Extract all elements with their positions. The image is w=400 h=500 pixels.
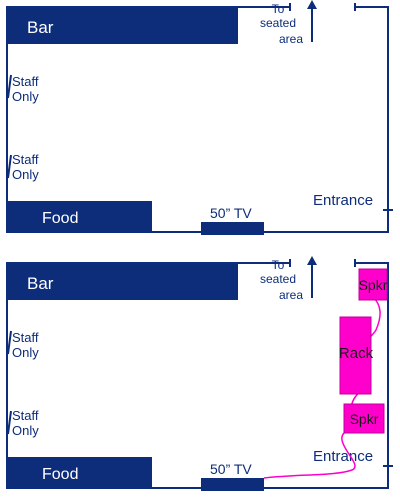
bottom-seated-arrow-icon bbox=[307, 256, 317, 265]
top-bar-label: Bar bbox=[27, 18, 54, 37]
bottom-floor-plan: Bar Food 50” TV Staff Only Staff Only To… bbox=[6, 256, 393, 491]
top-staff-upper-line1: Staff bbox=[12, 74, 39, 89]
top-staff-door-upper-icon bbox=[7, 74, 12, 99]
top-tv-label: 50” TV bbox=[210, 205, 252, 221]
speaker-bottom-label: Spkr bbox=[350, 411, 379, 427]
top-staff-upper-line2: Only bbox=[12, 89, 39, 104]
top-seated-line3: area bbox=[279, 32, 303, 46]
top-seated-line2: seated bbox=[260, 16, 296, 30]
bottom-staff-door-upper-icon bbox=[7, 330, 12, 355]
bottom-food-label: Food bbox=[42, 466, 78, 483]
top-seated-arrow-icon bbox=[307, 0, 317, 9]
bottom-staff-door-lower-icon bbox=[7, 410, 12, 435]
equipment-rack bbox=[339, 316, 372, 395]
bottom-bar-counter bbox=[7, 263, 238, 300]
bottom-tv bbox=[201, 478, 264, 491]
top-food-label: Food bbox=[42, 210, 78, 227]
bottom-entrance-label: Entrance bbox=[313, 448, 373, 465]
bottom-seated-line3: area bbox=[279, 288, 303, 302]
bottom-bar-label: Bar bbox=[27, 274, 54, 293]
equipment-rack-label: Rack bbox=[339, 345, 374, 362]
bottom-staff-lower-line2: Only bbox=[12, 423, 39, 438]
top-staff-lower-line2: Only bbox=[12, 167, 39, 182]
top-bar-counter bbox=[7, 7, 238, 44]
bottom-food-counter bbox=[7, 457, 152, 488]
top-floor-plan: Bar Food 50” TV Staff Only Staff Only To… bbox=[6, 0, 393, 235]
top-food-counter bbox=[7, 201, 152, 232]
bottom-staff-upper-line1: Staff bbox=[12, 330, 39, 345]
top-staff-door-lower-icon bbox=[7, 154, 12, 179]
speaker-top-label: Spkr bbox=[359, 277, 388, 293]
bottom-staff-lower-line1: Staff bbox=[12, 408, 39, 423]
speaker-top bbox=[358, 268, 388, 301]
top-staff-lower-line1: Staff bbox=[12, 152, 39, 167]
bottom-staff-upper-line2: Only bbox=[12, 345, 39, 360]
top-tv bbox=[201, 222, 264, 235]
speaker-bottom bbox=[343, 403, 385, 434]
bottom-tv-label: 50” TV bbox=[210, 461, 252, 477]
top-seated-line1: To bbox=[272, 2, 285, 16]
bottom-seated-line1: To bbox=[272, 258, 285, 272]
top-entrance-label: Entrance bbox=[313, 192, 373, 209]
bottom-seated-line2: seated bbox=[260, 272, 296, 286]
